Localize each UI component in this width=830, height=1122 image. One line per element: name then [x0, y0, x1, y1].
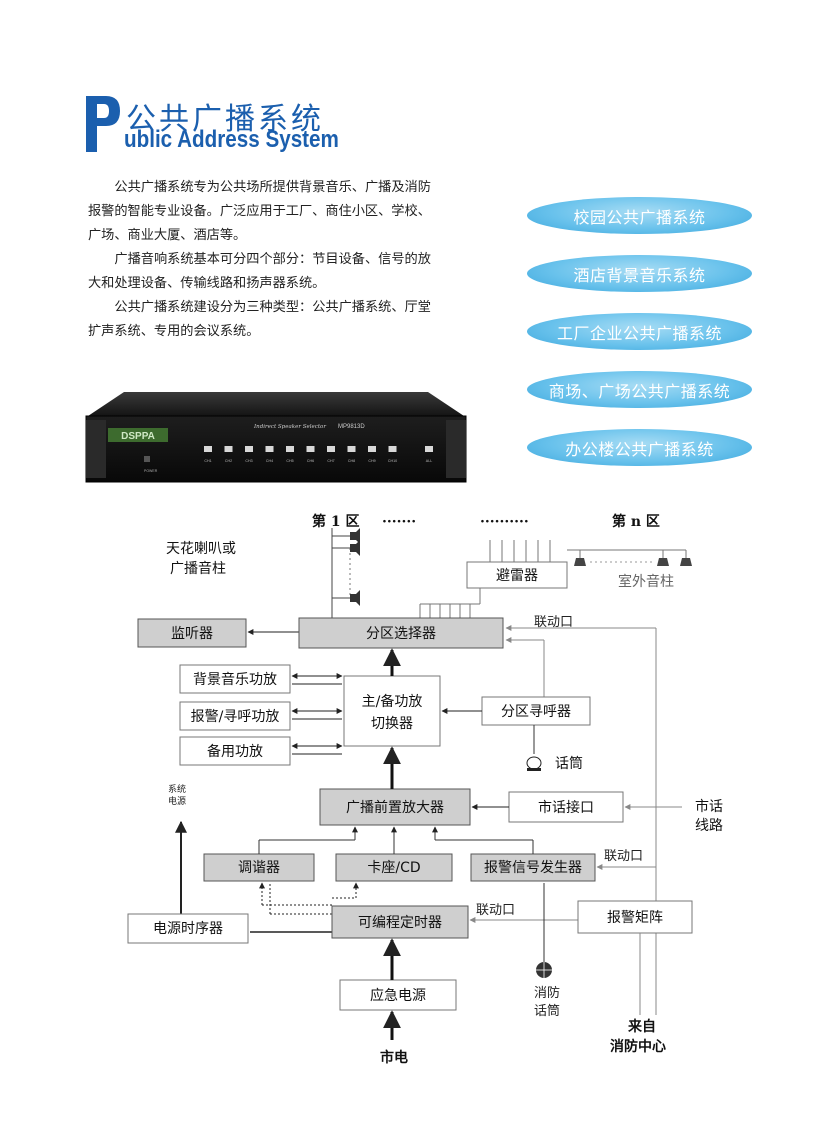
channel-button — [327, 446, 335, 452]
arrester-box: 避雷器 — [496, 568, 538, 584]
speaker-selector-device: DSPPA Indirect Speaker Selector MP9813D … — [85, 392, 467, 483]
backup-amp-box: 备用功放 — [207, 743, 263, 760]
device-power-button — [144, 456, 150, 462]
device-brand: DSPPA — [121, 431, 155, 442]
channel-label: CH6 — [307, 459, 314, 463]
system-pill: 酒店背景音乐系统 — [527, 255, 752, 292]
channel-label: CH5 — [286, 459, 293, 463]
zone-dots: ······· — [382, 514, 416, 530]
zone-selector-box: 分区选择器 — [366, 626, 436, 642]
tuner-box: 调谐器 — [238, 860, 280, 876]
intro-text: 公共广播系统专为公共场所提供背景音乐、广播及消防报警的智能专业设备。广泛应用于工… — [88, 176, 436, 344]
outdoor-speaker-icon — [574, 558, 586, 566]
channel-button — [286, 446, 294, 452]
channel-label: CH10 — [388, 459, 397, 463]
system-power-label: 电源 — [168, 795, 186, 807]
system-pill: 办公楼公共广播系统 — [527, 429, 752, 466]
tel-line-label: 线路 — [695, 818, 723, 834]
intro-paragraph: 公共广播系统专为公共场所提供背景音乐、广播及消防报警的智能专业设备。广泛应用于工… — [88, 180, 431, 243]
mains-label: 市电 — [380, 1049, 408, 1066]
channel-label: CH4 — [266, 459, 273, 463]
fire-microphone-label: 消防 — [534, 985, 560, 1001]
system-pill: 商场、广场公共广播系统 — [527, 371, 752, 408]
from-fire-center-label: 消防中心 — [610, 1038, 666, 1055]
system-list: 校园公共广播系统 酒店背景音乐系统 工厂企业公共广播系统 商场、广场公共广播系统… — [527, 197, 752, 487]
intro-paragraph: 公共广播系统建设分为三种类型：公共广播系统、厅堂扩声系统、专用的会议系统。 — [88, 300, 431, 339]
bgm-amp-box: 背景音乐功放 — [193, 671, 277, 688]
switcher-box: 切换器 — [371, 715, 413, 732]
channel-button — [265, 446, 274, 452]
channel-button — [368, 446, 376, 452]
system-diagram: 第 1 区 ······· ·········· 第 n 区 天花喇叭或 广播音… — [127, 513, 723, 1066]
channel-button — [388, 446, 397, 452]
alarm-matrix-box: 报警矩阵 — [607, 910, 663, 926]
channel-label: ALL — [426, 459, 432, 463]
tel-line-label: 市话 — [695, 798, 723, 815]
tel-interface-box: 市话接口 — [538, 799, 594, 816]
fire-microphone-label: 话筒 — [534, 1003, 560, 1019]
monitor-box: 监听器 — [171, 626, 213, 642]
ceiling-speaker-label: 广播音柱 — [170, 560, 226, 577]
channel-label: CH8 — [348, 459, 355, 463]
outdoor-speaker-icon — [680, 558, 692, 566]
system-pill: 工厂企业公共广播系统 — [527, 313, 752, 350]
outdoor-column-label: 室外音柱 — [618, 573, 674, 590]
alarm-generator-box: 报警信号发生器 — [484, 860, 582, 876]
channel-button — [204, 446, 212, 452]
alarm-amp-box: 报警/寻呼功放 — [191, 709, 280, 725]
microphone-label: 话筒 — [555, 755, 583, 772]
outdoor-speaker-icon — [657, 558, 669, 566]
speaker-icon — [350, 590, 360, 606]
channel-label: CH9 — [368, 459, 375, 463]
zone-pager-box: 分区寻呼器 — [501, 704, 571, 720]
switcher-box: 主/备功放 — [362, 693, 423, 710]
channel-button — [347, 446, 356, 452]
zone-first-label: 第 1 区 — [312, 513, 360, 530]
channel-label: CH7 — [327, 459, 334, 463]
channel-label: CH2 — [225, 459, 232, 463]
channel-button — [306, 446, 315, 452]
channel-label: CH1 — [204, 459, 211, 463]
speaker-icon — [350, 528, 360, 544]
link-port-label: 联动口 — [604, 849, 643, 864]
logo-p-icon — [86, 96, 120, 152]
power-sequencer-box: 电源时序器 — [153, 921, 223, 937]
page-title-cn: 公共广播系统 — [126, 102, 324, 137]
preamp-box: 广播前置放大器 — [346, 799, 444, 816]
link-port-label: 联动口 — [476, 903, 515, 918]
timer-box: 可编程定时器 — [358, 915, 442, 931]
channel-button — [245, 446, 253, 452]
cd-box: 卡座/CD — [367, 860, 420, 876]
channel-buttons: CH1 CH2 CH3 CH4 CH5 CH6 CH7 CH8 CH9 CH10 ALL — [204, 446, 433, 463]
intro-paragraph: 广播音响系统基本可分四个部分：节目设备、信号的放大和处理设备、传输线路和扬声器系… — [88, 252, 431, 291]
device-panel-title: Indirect Speaker Selector — [253, 424, 326, 430]
zone-dots: ·········· — [480, 514, 529, 530]
zone-last-label: 第 n 区 — [612, 513, 660, 530]
microphone-icon — [526, 756, 542, 770]
device-power-label: POWER — [144, 469, 158, 473]
system-power-label: 系统 — [168, 783, 186, 795]
link-port-label: 联动口 — [534, 615, 573, 630]
system-pill: 校园公共广播系统 — [527, 197, 752, 234]
channel-button — [224, 446, 233, 452]
ceiling-speaker-label: 天花喇叭或 — [166, 541, 236, 557]
emergency-power-box: 应急电源 — [370, 987, 426, 1004]
page-title-en: ublic Address System — [124, 126, 339, 153]
device-model: MP9813D — [338, 424, 365, 430]
channel-label: CH3 — [245, 459, 252, 463]
channel-button — [425, 446, 433, 452]
from-fire-center-label: 来自 — [627, 1018, 656, 1035]
speaker-icon — [350, 540, 360, 556]
